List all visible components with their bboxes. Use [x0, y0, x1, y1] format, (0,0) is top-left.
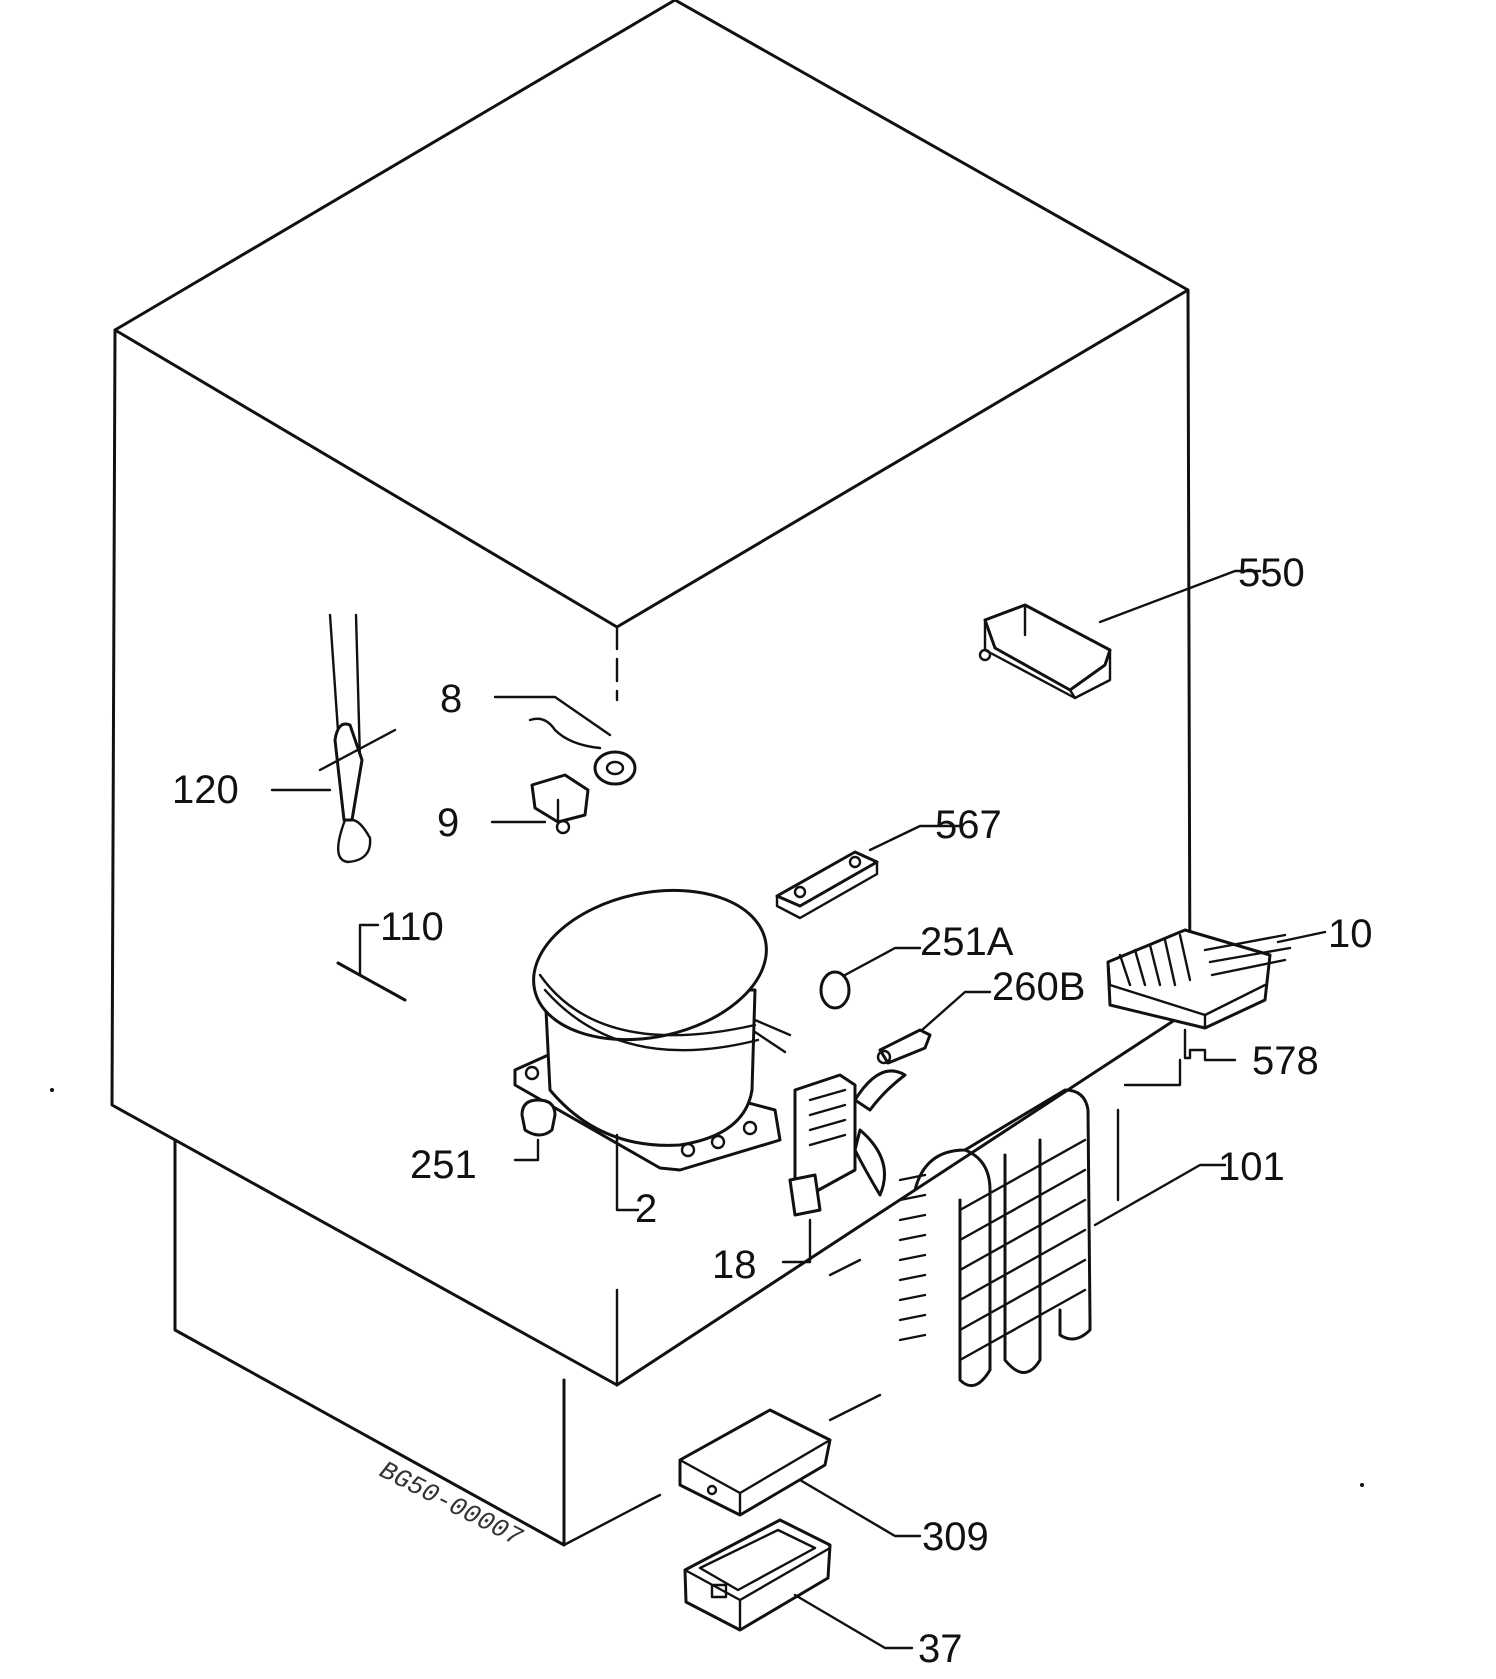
tray-holder-37	[683, 1518, 914, 1650]
label-251a: 251A	[920, 920, 1014, 964]
relay-10-578	[1106, 928, 1327, 1062]
label-550: 550	[1238, 551, 1305, 595]
part-251	[513, 1098, 557, 1162]
label-251: 251	[410, 1143, 477, 1187]
part-120	[270, 613, 397, 864]
bracket-550	[978, 569, 1262, 700]
label-9: 9	[437, 801, 459, 845]
label-101: 101	[1218, 1145, 1285, 1189]
fan-motor-18	[781, 1069, 907, 1264]
part-110	[336, 923, 407, 1002]
part-251a	[819, 946, 922, 1010]
part-260b	[876, 990, 992, 1065]
condenser-101	[828, 1058, 1227, 1422]
stray-dot	[1360, 1483, 1364, 1487]
label-18: 18	[712, 1243, 757, 1287]
label-578: 578	[1252, 1039, 1319, 1083]
label-2: 2	[635, 1187, 657, 1231]
label-309: 309	[922, 1515, 989, 1559]
part-9	[490, 773, 590, 835]
label-110: 110	[380, 905, 444, 949]
label-10: 10	[1328, 912, 1373, 956]
cabinet-outline	[110, 0, 1192, 1547]
label-37: 37	[918, 1627, 963, 1671]
drip-tray-309	[678, 1408, 922, 1538]
part-8	[493, 695, 637, 786]
label-260b: 260B	[992, 965, 1085, 1009]
part-567	[775, 824, 962, 920]
stray-dot	[50, 1088, 54, 1092]
label-120: 120	[172, 768, 239, 812]
label-8: 8	[440, 677, 462, 721]
label-567: 567	[935, 803, 1002, 847]
drawing-code-watermark: BG50-00007	[374, 1455, 527, 1553]
compressor-2	[513, 888, 792, 1212]
